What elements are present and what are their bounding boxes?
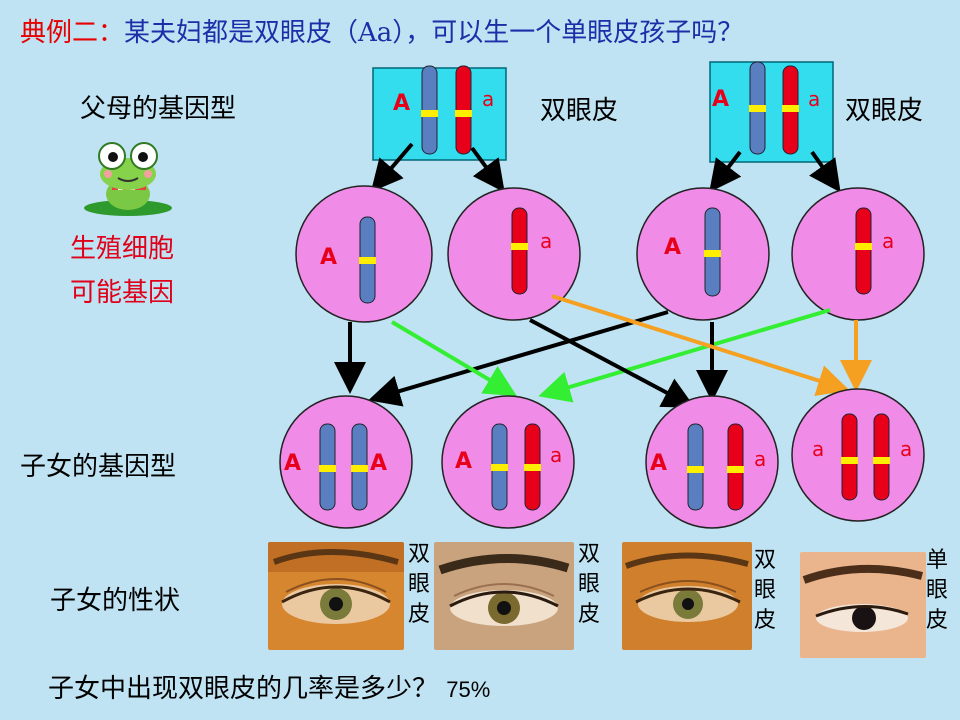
arrow-g3-to-c1 [368,310,669,407]
parent2-allele-a: a [808,87,820,111]
eye-photo-1 [268,542,404,650]
parents-genotype-label: 父母的基因型 [80,94,237,124]
gamete-cell-4: a [791,187,925,321]
arrow-g2-to-c3 [529,318,696,408]
parent1-box: A a [372,65,507,161]
child3-trait-label: 双眼皮 [753,548,776,633]
gamete3-allele: A [664,235,681,260]
parent2-allele-A: A [712,87,729,112]
child2-allele-2: a [550,443,562,467]
eye-photo-3 [622,542,752,650]
arrow-g4-to-c2 [538,308,831,403]
arrow-g2-to-c4 [551,294,850,396]
child4-allele-1: a [812,437,824,461]
arrow-parent2-to-gamete3 [709,150,742,193]
eye-photo-2 [434,542,574,650]
children-genotype-label: 子女的基因型 [20,452,177,482]
child-cell-3: A a [645,395,779,529]
child1-trait-label: 双眼皮 [407,542,430,627]
slide-title: 典例二：某夫妇都是双眼皮（Aa），可以生一个单眼皮孩子吗？ [20,12,950,54]
answer-text: 75% [446,677,491,702]
parent2-box: A a [709,61,834,163]
parent2-trait-label: 双眼皮 [845,96,924,126]
gamete-label-line1: 生殖细胞 [70,234,175,264]
child1-allele-2: A [370,451,387,476]
child3-allele-2: a [754,447,766,471]
child4-trait-label: 单眼皮 [925,548,948,633]
eye-photo-4 [800,552,926,658]
child1-allele-1: A [284,451,301,476]
gamete-cell-1: A [295,185,433,323]
gamete2-allele: a [540,229,552,253]
child2-allele-1: A [455,449,472,474]
child-cell-1: A A [279,395,413,529]
probability-question: 子女中出现双眼皮的几率是多少？ 75% [48,668,490,705]
gamete-label-line2: 可能基因 [70,278,175,308]
parent1-allele-A: A [393,91,410,116]
arrow-parent1-to-gamete2 [470,146,505,193]
frog-mascot-icon [84,142,172,216]
child2-trait-label: 双眼皮 [577,542,600,627]
arrow-parent2-to-gamete4 [809,150,841,193]
question-text: 子女中出现双眼皮的几率是多少？ [48,674,439,704]
parent1-trait-label: 双眼皮 [540,96,619,126]
arrow-g1-to-c3 [390,320,517,397]
title-lead: 典例二： [20,18,125,48]
parent1-allele-a: a [482,87,494,111]
gamete4-allele: a [882,229,894,253]
gamete-cell-2: a [447,187,581,321]
title-text: 某夫妇都是双眼皮（Aa），可以生一个单眼皮孩子吗？ [124,18,744,48]
child-cell-2: A a [441,395,575,529]
child3-allele-1: A [650,451,667,476]
arrow-parent1-to-gamete1 [370,142,414,193]
gamete-cell-3: A [636,187,770,321]
children-trait-label: 子女的性状 [50,586,181,616]
gamete1-allele: A [320,245,337,270]
child-cell-4: a a [791,388,925,522]
child4-allele-2: a [900,437,912,461]
